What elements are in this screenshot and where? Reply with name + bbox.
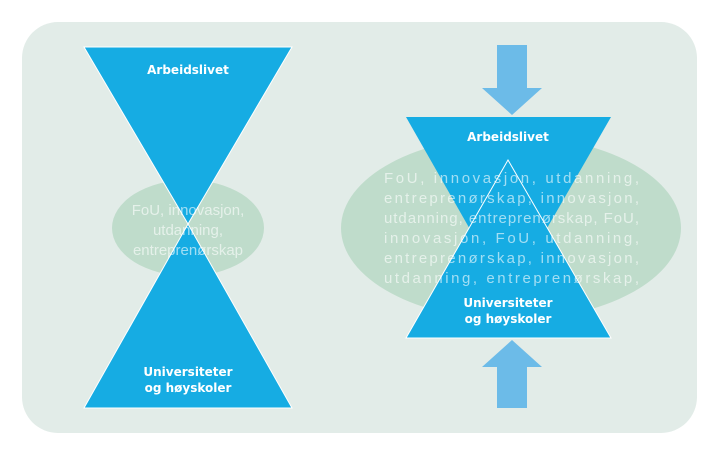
left-bottom-label-2: og høyskoler xyxy=(145,381,232,395)
right-ellipse-line: FoU, innovasjon, utdanning, xyxy=(384,170,639,187)
right-ellipse-line: utdanning, entreprenørskap, FoU, xyxy=(384,210,639,227)
down-arrow-icon xyxy=(482,45,542,115)
left-ellipse-line: entreprenørskap xyxy=(133,242,243,259)
right-ellipse-line: entreprenørskap, innovasjon, xyxy=(384,190,639,207)
up-arrow-icon xyxy=(482,340,542,408)
right-ellipse-line: utdanning, entreprenørskap, xyxy=(384,270,639,287)
left-top-triangle xyxy=(83,46,293,225)
right-bottom-label-2: og høyskoler xyxy=(465,312,552,326)
right-bottom-label-1: Universiteter xyxy=(463,296,552,310)
left-bottom-label-1: Universiteter xyxy=(143,365,232,379)
right-ellipse-line: entreprenørskap, innovasjon, xyxy=(384,250,639,267)
right-ellipse-line: innovasjon, FoU, utdanning, xyxy=(384,230,639,247)
left-ellipse-line: FoU, innovasjon, xyxy=(132,202,245,219)
right-diagram: FoU, innovasjon, utdanning, entreprenørs… xyxy=(341,45,681,408)
right-bottom-triangle xyxy=(405,158,612,339)
left-bottom-triangle xyxy=(83,222,293,409)
left-diagram: FoU, innovasjon, utdanning, entreprenørs… xyxy=(83,46,293,409)
left-ellipse-line: utdanning, xyxy=(153,222,223,239)
right-top-label: Arbeidslivet xyxy=(467,130,549,144)
left-top-label: Arbeidslivet xyxy=(147,63,229,77)
